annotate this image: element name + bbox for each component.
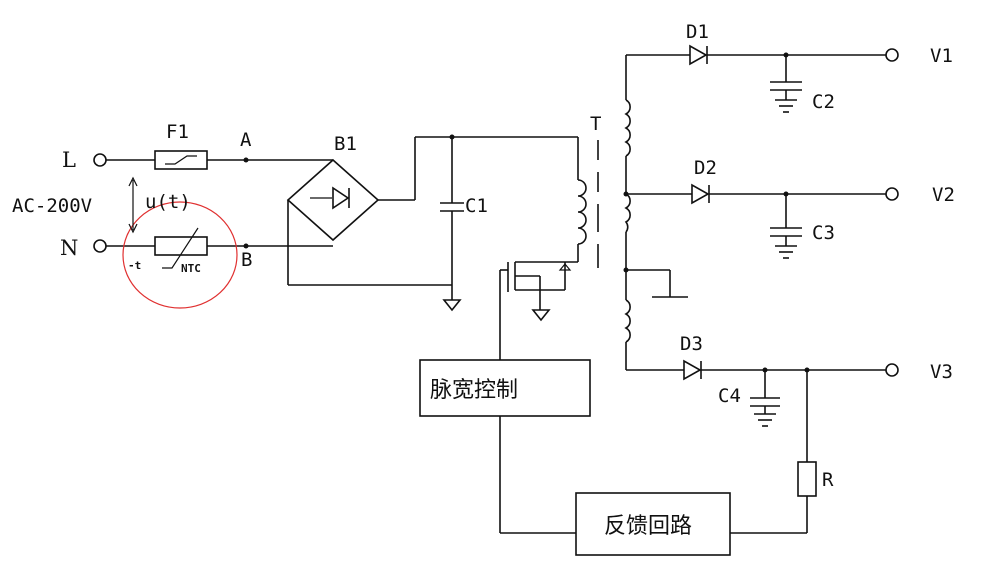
output-branch-V1	[626, 44, 899, 113]
dc-bus	[414, 134, 578, 200]
output-branch-V3	[626, 359, 899, 427]
input-terminal-L	[93, 153, 107, 167]
capacitor-C3-label: C3	[812, 222, 835, 244]
capacitor-C2-label: C2	[812, 91, 835, 113]
fuse-F1	[154, 150, 208, 170]
transformer-secondary	[623, 55, 688, 370]
fuse-F1-label: F1	[166, 121, 189, 143]
voltage-arrow	[128, 176, 138, 234]
output-V1-label: V1	[930, 45, 953, 67]
capacitor-C1-label: C1	[465, 195, 488, 217]
highlight-circle	[122, 201, 238, 309]
output-branch-V2	[626, 183, 899, 259]
wire-L	[106, 157, 333, 163]
diode-D1-label: D1	[686, 21, 709, 43]
node-A-label: A	[240, 129, 252, 151]
mosfet-switch	[499, 261, 578, 360]
transformer-primary	[577, 137, 587, 262]
node-B-label: B	[241, 249, 252, 271]
capacitor-C4-label: C4	[718, 385, 741, 407]
wire-N	[106, 243, 333, 249]
transformer-T-label: T	[590, 113, 601, 135]
bridge-B1-label: B1	[334, 133, 357, 155]
input-terminal-N	[93, 239, 107, 253]
ntc-t-label: -t	[128, 259, 141, 272]
ac-voltage-label: AC-200V	[12, 195, 92, 217]
ntc-label: NTC	[181, 262, 201, 275]
pwm-control-label: 脉宽控制	[430, 378, 518, 403]
resistor-R	[730, 370, 817, 534]
output-V3-label: V3	[930, 361, 953, 383]
ntc-thermistor	[154, 227, 208, 269]
diode-D2-label: D2	[694, 157, 717, 179]
diode-D3-label: D3	[680, 333, 703, 355]
terminal-L-label: L	[62, 148, 76, 172]
terminal-N-label: N	[60, 236, 78, 260]
capacitor-C1	[440, 137, 464, 312]
feedback-loop-label: 反馈回路	[604, 514, 692, 539]
feedback-loop-block: 反馈回路	[499, 416, 731, 556]
voltage-ut-label: u(t)	[145, 191, 191, 213]
pwm-control-block: 脉宽控制	[419, 359, 591, 417]
resistor-R-label: R	[822, 469, 834, 491]
bridge-rectifier-B1	[286, 158, 452, 286]
output-V2-label: V2	[932, 184, 955, 206]
